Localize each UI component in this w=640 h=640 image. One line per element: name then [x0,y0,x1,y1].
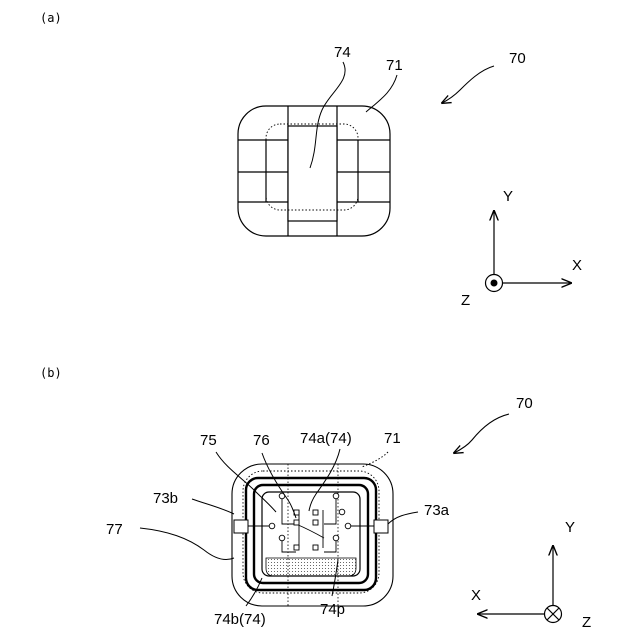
panel-a-label: (a) [40,11,62,25]
axis-a-y-label: Y [503,188,513,205]
ref-70-b: 70 [516,395,533,412]
ref-73b: 73b [153,490,178,507]
leader-74a [309,449,340,511]
component-body-71 [238,106,390,236]
pads [269,493,351,550]
leader-73b [192,499,234,514]
axis-a-x-label: X [572,257,582,274]
ref-76: 76 [253,432,270,449]
leader-70 [442,66,494,103]
ref-75: 75 [200,432,217,449]
ref-74a: 74a(74) [300,430,352,447]
region-74p [266,558,356,576]
ref-74b: 74b(74) [214,611,266,628]
axis-b-x-label: X [471,587,481,604]
terminal-73a [374,520,388,533]
ref-71-b: 71 [384,430,401,447]
ref-74p: 74p [320,601,345,618]
leader-71-b [362,452,388,467]
leader-71 [366,75,397,112]
leader-77 [140,528,234,560]
axis-b-y-label: Y [565,519,575,536]
axis-a-z-label: Z [461,292,470,309]
axes-a: Y X Z [461,188,582,309]
ref-74: 74 [334,44,351,61]
panel-b-label: (b) [40,366,62,380]
ref-77: 77 [106,521,123,538]
terminal-73b [234,520,248,533]
ref-71: 71 [386,57,403,74]
axes-b: Y X Z [471,519,591,631]
leader-70-b [454,414,509,453]
axis-b-z-label: Z [582,614,591,631]
panel-b: (b) [40,366,591,631]
ref-73a: 73a [424,502,450,519]
ref-70: 70 [509,50,526,67]
panel-a: (a) 74 71 70 [40,11,582,309]
